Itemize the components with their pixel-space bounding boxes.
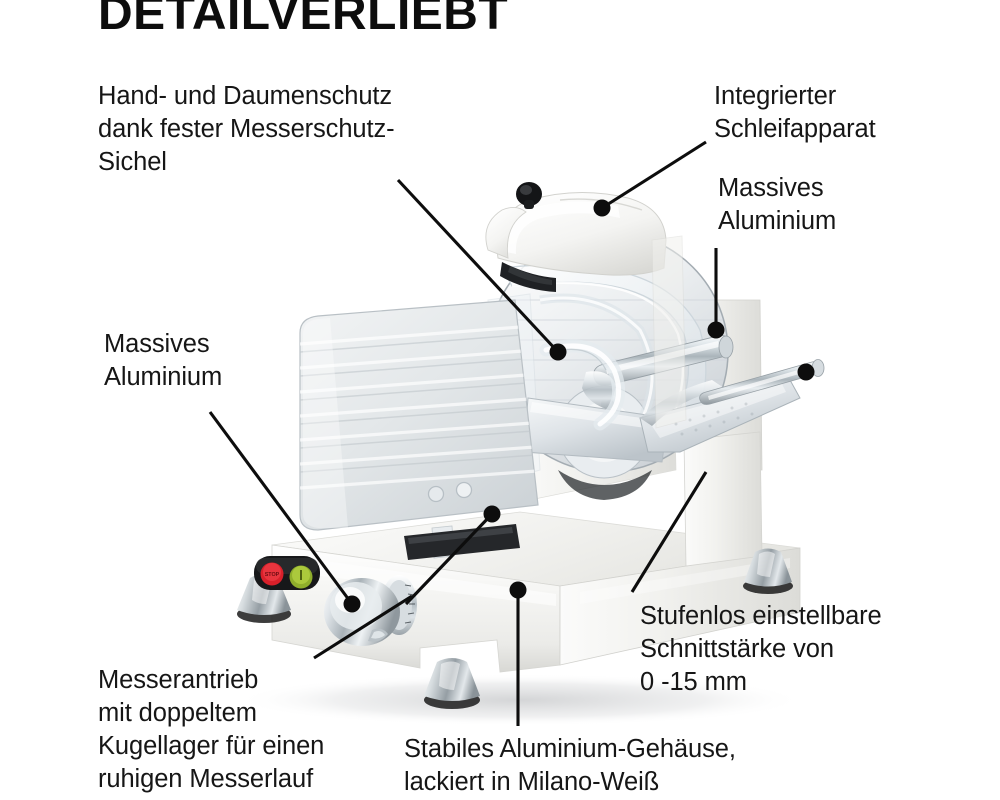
tray-perforations [674, 402, 754, 436]
carriage-indicator-right [455, 481, 473, 499]
leader-carriage-bracket [404, 512, 494, 606]
callout-adjustable-thickness: Stufenlos einstellbare Schnittstärke von… [640, 602, 882, 696]
dot-carriage-bracket [483, 505, 501, 523]
dot-housing [509, 581, 527, 599]
callout-solid-aluminium-right: Massives Aluminium [718, 174, 837, 235]
leader-integrated-sharpener [601, 140, 707, 210]
control-button-panel[interactable]: STOP [254, 556, 320, 590]
guard-upright [651, 235, 687, 429]
dot-alu-right-rod [797, 363, 815, 381]
dot-alu-left [343, 595, 361, 613]
sharpener-knob[interactable] [516, 182, 542, 209]
sharpener-housing [485, 182, 667, 292]
start-button[interactable] [289, 565, 313, 589]
callout-solid-aluminium-left: Massives Aluminium [104, 330, 223, 391]
leader-alu-left [208, 411, 354, 605]
leader-thickness [630, 471, 708, 593]
ground-shadow [235, 674, 805, 726]
dot-hand-thumb-guard [549, 343, 567, 361]
handle-bracket [582, 371, 616, 410]
leader-hand-thumb-guard [396, 178, 560, 354]
stop-button[interactable]: STOP [260, 562, 284, 586]
foot-front-center [424, 658, 480, 709]
foot-rear-right [743, 548, 793, 594]
callout-integrated-sharpener: Integrierter Schleifapparat [714, 82, 876, 143]
callout-blade-drive: Messerantrieb mit doppeltem Kugellager f… [98, 666, 325, 793]
leader-dots [343, 199, 815, 613]
dot-integrated-sharpener [593, 199, 611, 217]
callout-hand-thumb-guard: Hand- und Daumenschutz dank fester Messe… [98, 82, 395, 176]
carriage-indicator-left [427, 485, 445, 503]
svg-text:STOP: STOP [265, 572, 280, 578]
carriage-ribs [300, 325, 538, 490]
page-title: DETAILVERLIEBT [98, 0, 509, 39]
leader-blade-drive [313, 594, 413, 660]
food-carriage-plate[interactable] [299, 299, 539, 531]
handle-rod-thin[interactable] [699, 359, 825, 405]
callout-aluminium-housing: Stabiles Aluminium-Gehäuse, lackiert in … [404, 735, 736, 796]
dot-alu-right [707, 321, 725, 339]
blade-hub-shadow [558, 470, 652, 500]
